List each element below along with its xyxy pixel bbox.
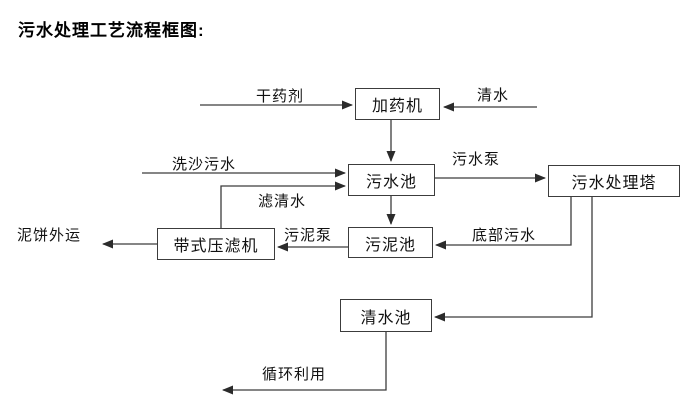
node-sewage-pool: 污水池 [348, 164, 435, 196]
label-dry-agent: 干药剂 [256, 88, 305, 105]
label-filtered-water: 滤清水 [258, 193, 307, 210]
label-sludge-pump: 污泥泵 [284, 227, 333, 244]
edge-tower-to-clean-water-pool [434, 197, 593, 322]
node-sludge-pool: 污泥池 [348, 227, 433, 258]
page-title: 污水处理工艺流程框图: [18, 21, 205, 40]
node-dosing-machine: 加药机 [355, 88, 440, 120]
label-mud-cake-shipping: 泥饼外运 [17, 227, 82, 244]
label-bottom-sewage: 底部污水 [472, 227, 537, 244]
node-belt-filter-press: 带式压滤机 [157, 228, 275, 260]
label-clean-water: 清水 [477, 87, 510, 104]
edge-filtered-water-to-sewage-pool [220, 181, 346, 228]
edge-clean-water-pool-to-recycling [222, 332, 387, 395]
node-treatment-tower: 污水处理塔 [548, 165, 680, 197]
label-recycling: 循环利用 [262, 366, 327, 383]
node-clean-water-pool: 清水池 [340, 299, 432, 332]
label-sand-washing-sewage: 洗沙污水 [172, 156, 237, 173]
edge-bottom-sewage-to-sludge-pool [435, 197, 572, 250]
label-sewage-pump: 污水泵 [452, 151, 501, 168]
